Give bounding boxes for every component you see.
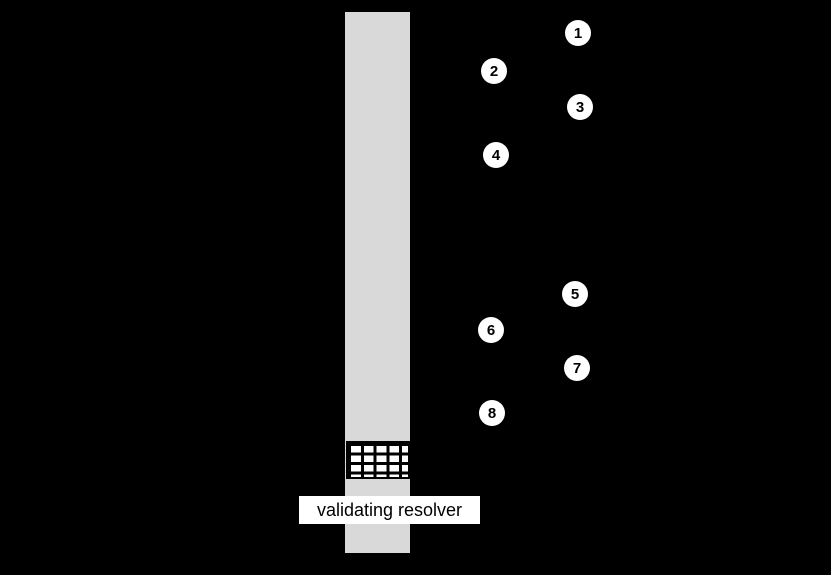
grid-pattern-block bbox=[346, 441, 410, 479]
validating-resolver-label: validating resolver bbox=[299, 496, 480, 524]
step-circle-8: 8 bbox=[479, 400, 505, 426]
step-circle-5: 5 bbox=[562, 281, 588, 307]
step-circle-3: 3 bbox=[567, 94, 593, 120]
step-circle-2: 2 bbox=[481, 58, 507, 84]
step-circle-1: 1 bbox=[565, 20, 591, 46]
step-circle-6: 6 bbox=[478, 317, 504, 343]
step-circle-7: 7 bbox=[564, 355, 590, 381]
step-circle-4: 4 bbox=[483, 142, 509, 168]
